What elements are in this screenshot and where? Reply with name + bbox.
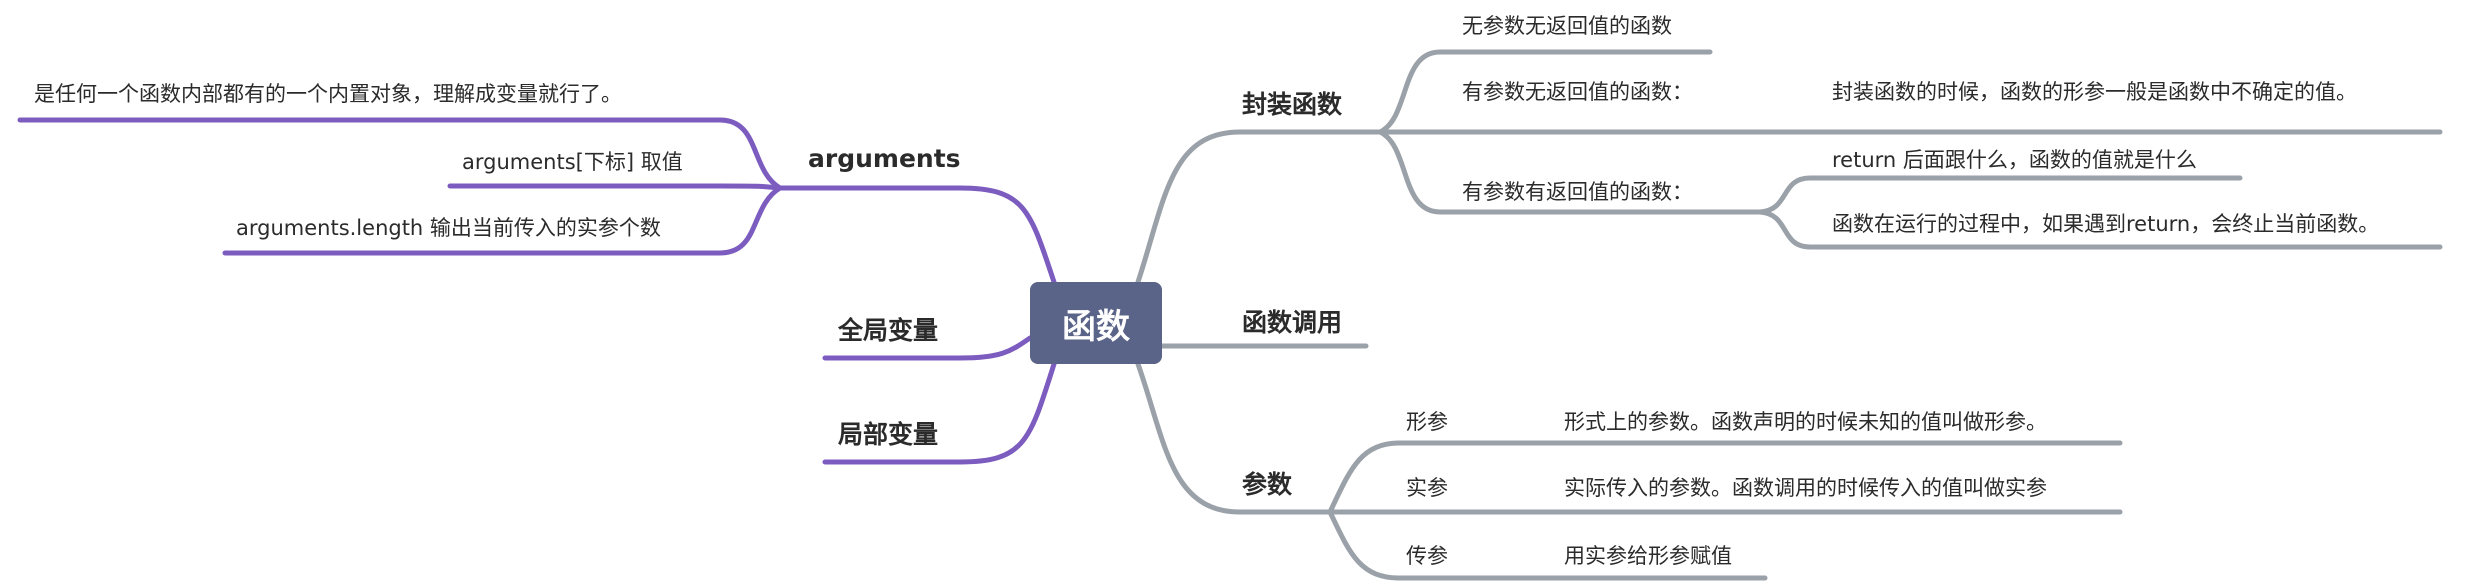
- arguments-child-1[interactable]: 是任何一个函数内部都有的一个内置对象，理解成变量就行了。: [34, 82, 622, 106]
- branch-call[interactable]: 函数调用: [1242, 308, 1343, 337]
- connector-root-params: [1135, 361, 1333, 515]
- connector-arguments-child1: [17, 117, 783, 191]
- branch-global[interactable]: 全局变量: [838, 316, 939, 345]
- encapsulate-child-1[interactable]: 无参数无返回值的函数: [1462, 14, 1672, 38]
- params-child-3[interactable]: 传参: [1406, 544, 1448, 568]
- encapsulate-child-3[interactable]: 有参数有返回值的函数：: [1462, 180, 1693, 204]
- encapsulate-child-2[interactable]: 有参数无返回值的函数：: [1462, 80, 1693, 104]
- params-child-2[interactable]: 实参: [1406, 476, 1448, 500]
- connector-root-local: [822, 361, 1057, 465]
- arguments-child-3[interactable]: arguments.length 输出当前传入的实参个数: [236, 216, 661, 240]
- branch-arguments[interactable]: arguments: [808, 144, 961, 173]
- branch-local[interactable]: 局部变量: [838, 420, 939, 449]
- connector-arguments-child3: [222, 185, 783, 256]
- params-child-3-note[interactable]: 用实参给形参赋值: [1564, 544, 1732, 568]
- params-child-1[interactable]: 形参: [1406, 410, 1448, 434]
- connector-encapsulate-child1: [1377, 49, 1713, 135]
- connector-root-encapsulate: [1135, 129, 1383, 285]
- root-node[interactable]: 函数: [1030, 282, 1162, 364]
- branch-params[interactable]: 参数: [1242, 470, 1293, 499]
- encapsulate-child-2-note[interactable]: 封装函数的时候，函数的形参一般是函数中不确定的值。: [1832, 80, 2357, 104]
- arguments-child-2[interactable]: arguments[下标] 取值: [462, 150, 683, 174]
- encapsulate-child-3-note-2[interactable]: 函数在运行的过程中，如果遇到return，会终止当前函数。: [1832, 212, 2380, 236]
- encapsulate-child-3-note-1[interactable]: return 后面跟什么，函数的值就是什么: [1832, 148, 2197, 172]
- connector-child3-note1: [1757, 175, 2243, 215]
- connector-arguments-child2: [447, 183, 783, 191]
- branch-encapsulate[interactable]: 封装函数: [1242, 90, 1343, 119]
- connector-params-child1: [1327, 440, 1473, 515]
- connector-encapsulate-child3: [1377, 129, 1763, 215]
- connector-root-global: [822, 335, 1033, 361]
- connector-root-arguments: [777, 185, 1057, 285]
- params-child-1-note[interactable]: 形式上的参数。函数声明的时候未知的值叫做形参。: [1564, 410, 2047, 434]
- connector-child3-note2: [1757, 209, 2443, 250]
- params-child-2-note[interactable]: 实际传入的参数。函数调用的时候传入的值叫做实参: [1564, 476, 2047, 500]
- connector-params-child3: [1327, 509, 1473, 581]
